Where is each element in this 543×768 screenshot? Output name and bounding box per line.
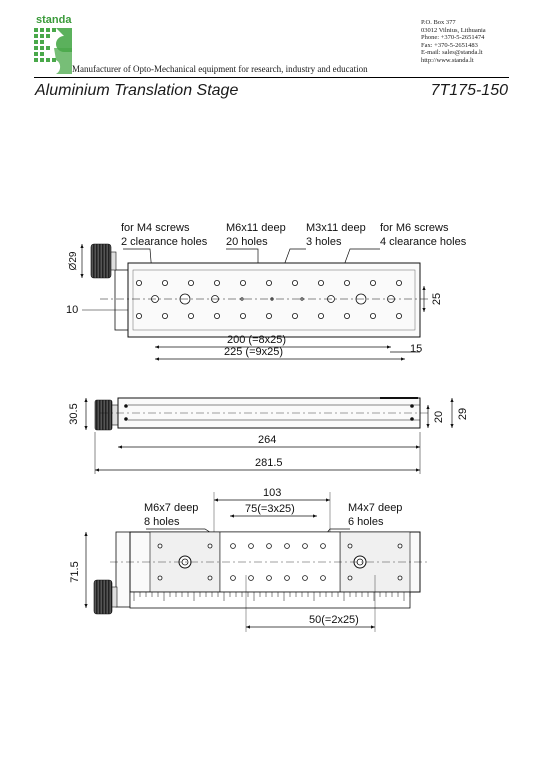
dim-knob-diameter: Ø29: [68, 251, 79, 270]
label-m6x7-line1: M6x7 deep: [144, 502, 198, 514]
knob-icon: [94, 399, 113, 431]
label-m3x11-line2: 3 holes: [306, 236, 342, 248]
label-m4-screws-line1: for M4 screws: [121, 222, 190, 234]
mounting-hole: [343, 312, 350, 319]
tapped-hole: [207, 575, 213, 581]
tapped-hole: [320, 575, 326, 581]
mounting-hole: [265, 279, 272, 286]
dim-length-281-5: 281.5: [255, 457, 283, 469]
mounting-hole: [369, 279, 376, 286]
tapped-hole: [397, 575, 403, 581]
dim-length-200: 200 (=8x25): [227, 334, 286, 346]
mounting-hole: [369, 312, 376, 319]
knob-icon: [90, 243, 112, 279]
mounting-hole: [317, 312, 324, 319]
dim-length-225: 225 (=9x25): [224, 346, 283, 358]
dim-height-20: 20: [433, 411, 445, 423]
tapped-hole: [320, 543, 326, 549]
contact-line: P.O. Box 377: [421, 19, 456, 26]
contact-line: Phone: +370-5-2651474: [421, 34, 485, 42]
label-m6-screws-line1: for M6 screws: [380, 222, 449, 234]
dim-height-71-5: 71.5: [69, 561, 81, 582]
mounting-hole: [135, 279, 142, 286]
label-m3x11-line1: M3x11 deep: [306, 222, 366, 234]
bottom-view: M6x7 deep 8 holes M4x7 deep 6 holes 103 …: [69, 487, 430, 632]
knob-icon: [93, 579, 113, 615]
mounting-hole: [213, 279, 220, 286]
m3-hole: [240, 297, 244, 301]
tapped-hole: [266, 575, 272, 581]
dim-height-25: 25: [431, 293, 443, 305]
label-m4x7-line2: 6 holes: [348, 516, 384, 528]
top-view: for M4 screws 2 clearance holes M6x11 de…: [66, 222, 467, 361]
mounting-hole: [239, 279, 246, 286]
brand-name: standa: [36, 14, 72, 26]
mounting-hole: [135, 312, 142, 319]
mounting-hole: [291, 312, 298, 319]
tapped-hole: [266, 543, 272, 549]
document-title: Aluminium Translation Stage: [35, 82, 239, 99]
tapped-hole: [302, 543, 308, 549]
mounting-hole: [187, 312, 194, 319]
tapped-hole: [157, 543, 163, 549]
tapped-hole: [284, 543, 290, 549]
tapped-hole: [207, 543, 213, 549]
side-view: 30.5 20 29 264 281.5: [68, 397, 469, 474]
mounting-hole: [213, 312, 220, 319]
mounting-hole: [343, 279, 350, 286]
mounting-hole: [291, 279, 298, 286]
dim-length-75: 75(=3x25): [245, 503, 295, 515]
tapped-hole: [230, 543, 236, 549]
tapped-hole: [284, 575, 290, 581]
label-m4-screws-line2: 2 clearance holes: [121, 236, 208, 248]
label-m6x11-line1: M6x11 deep: [226, 222, 286, 234]
mounting-hole: [239, 312, 246, 319]
contact-line: 03012 Vilnius, Lithuania: [421, 26, 486, 34]
standa-logo: [34, 28, 72, 74]
tapped-hole: [248, 543, 254, 549]
contact-line: E-mail: sales@standa.lt: [421, 49, 483, 57]
tapped-hole: [347, 543, 353, 549]
label-m6-screws-line2: 4 clearance holes: [380, 236, 467, 248]
mounting-hole: [161, 312, 168, 319]
contact-line: http://www.standa.lt: [421, 56, 474, 64]
mounting-hole: [161, 279, 168, 286]
mounting-hole: [395, 312, 402, 319]
model-number: 7T175-150: [430, 82, 508, 99]
dim-offset-15: 15: [410, 343, 422, 355]
m3-hole: [300, 297, 304, 301]
contact-block: P.O. Box 377 03012 Vilnius, Lithuania Ph…: [421, 19, 486, 65]
dim-height-30-5: 30.5: [68, 403, 80, 424]
dim-height-29: 29: [457, 408, 469, 420]
tapped-hole: [302, 575, 308, 581]
tapped-hole: [157, 575, 163, 581]
tapped-hole: [230, 575, 236, 581]
contact-line: Fax: +370-5-2651483: [421, 41, 478, 49]
tapped-hole: [248, 575, 254, 581]
header-rule: [34, 77, 509, 78]
mounting-hole: [395, 279, 402, 286]
dim-length-264: 264: [258, 434, 276, 446]
tapped-hole: [347, 575, 353, 581]
mounting-hole: [265, 312, 272, 319]
tapped-hole: [397, 543, 403, 549]
mounting-hole: [187, 279, 194, 286]
dim-offset-10: 10: [66, 304, 78, 316]
dim-length-50: 50(=2x25): [309, 614, 359, 626]
label-m6x11-line2: 20 holes: [226, 236, 268, 248]
dim-length-103: 103: [263, 487, 281, 499]
label-m6x7-line2: 8 holes: [144, 516, 180, 528]
mounting-hole: [317, 279, 324, 286]
company-tagline: Manufacturer of Opto-Mechanical equipmen…: [72, 64, 368, 74]
label-m4x7-line1: M4x7 deep: [348, 502, 402, 514]
